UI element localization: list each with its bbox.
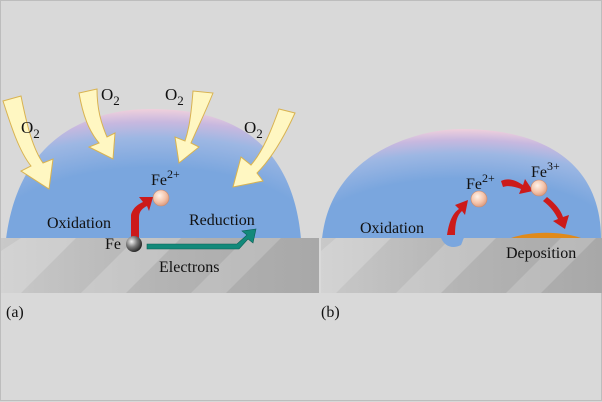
fe2-label-b: Fe2+: [466, 171, 495, 193]
water-droplet-a: [6, 109, 301, 239]
electron-arrow-a: [146, 228, 257, 250]
oxygen-arrow-2: [78, 88, 116, 160]
oxidation-arrow-a: [131, 197, 153, 239]
panel-b: Fe2+ Fe3+ Oxidation Deposition (b): [321, 129, 602, 321]
metal-stripes-a: [1, 238, 281, 293]
metal-surface-b: [321, 238, 602, 293]
oxygen-arrow-1: [2, 95, 54, 190]
oxidation-to-fe3-arrow-b: [501, 179, 533, 194]
oxygen-arrow-3: [174, 90, 214, 164]
deposition-arrow-b: [543, 197, 569, 229]
fe3-label-b: Fe3+: [531, 159, 560, 181]
panel-a: O2 O2 O2 O2 Fe2+ Oxidation Fe Reduction …: [1, 85, 319, 321]
panel-b-label: (b): [321, 304, 340, 321]
reduction-label-a: Reduction: [189, 212, 255, 229]
fe2-ion-a: [152, 189, 170, 207]
oxygen-arrow-4: [232, 108, 296, 188]
metal-stripes-b: [321, 238, 596, 293]
fe2-ion-b: [470, 190, 488, 208]
fe-label-a: Fe: [105, 236, 121, 253]
fe2-label-a: Fe2+: [151, 167, 180, 189]
oxygen-label-2: O2: [101, 85, 120, 108]
oxidation-label-b: Oxidation: [360, 220, 424, 237]
panel-a-label: (a): [6, 304, 24, 321]
electrons-label-a: Electrons: [159, 259, 219, 276]
oxygen-label-1: O2: [21, 118, 40, 141]
oxidation-label-a: Oxidation: [47, 215, 111, 232]
oxygen-label-3: O2: [165, 85, 184, 108]
corrosion-pit-b: [441, 238, 464, 247]
fe3-ion-b: [530, 179, 548, 197]
fe-atom-a: [126, 236, 142, 252]
water-droplet-b: [322, 129, 601, 239]
oxidation-arrow-b: [447, 200, 468, 235]
deposition-label-b: Deposition: [506, 245, 576, 262]
rust-deposit-b: [511, 232, 581, 238]
oxygen-label-4: O2: [244, 118, 263, 141]
